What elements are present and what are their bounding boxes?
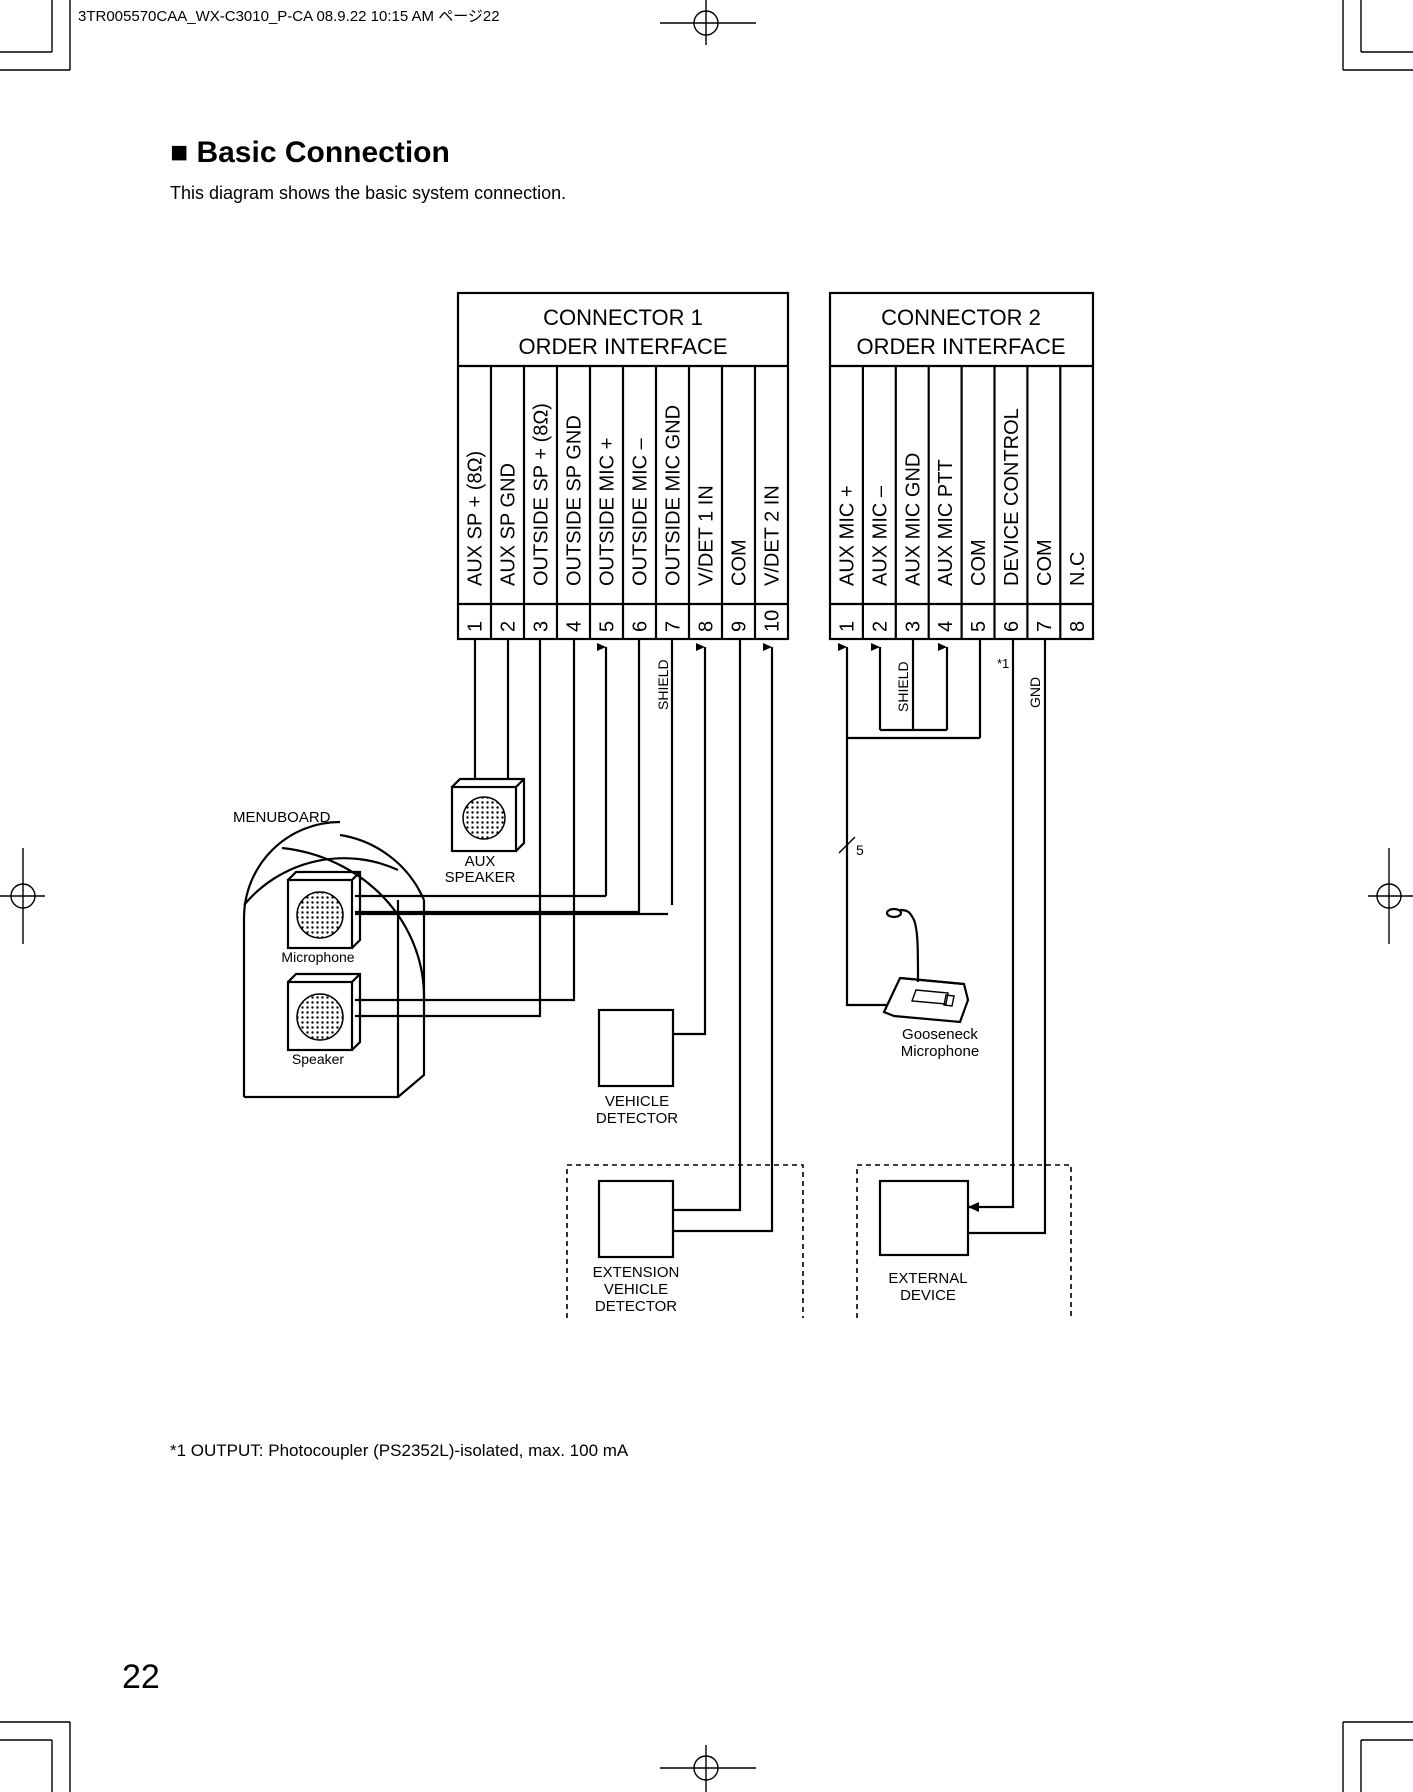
connector-2-pin-number: 2 <box>869 621 891 632</box>
connector-2-pin-number: 1 <box>836 621 858 632</box>
shield-label-2: SHIELD <box>895 661 911 712</box>
microphone-unit <box>286 870 362 950</box>
footnote: *1 OUTPUT: Photocoupler (PS2352L)-isolat… <box>170 1441 629 1460</box>
extension-vehicle-detector-box <box>597 1179 675 1259</box>
connector-2-pin-label: DEVICE CONTROL <box>1001 408 1023 586</box>
connector-1: CONNECTOR 1 ORDER INTERFACE AUX SP + (8Ω… <box>456 291 790 641</box>
section-title: ■ Basic Connection <box>170 136 450 169</box>
wire-vdet2 <box>673 643 774 1233</box>
speaker-label: Speaker <box>292 1051 344 1067</box>
connector-2-title-line2: ORDER INTERFACE <box>856 334 1065 359</box>
connector-2-pin-number: 5 <box>968 621 990 632</box>
connector-2-pin-number: 6 <box>1001 621 1023 632</box>
ext-vehicle-label-1: EXTENSION <box>593 1264 680 1281</box>
connector-1-pin-label: OUTSIDE SP GND <box>564 415 586 586</box>
connector-1-pin-label: OUTSIDE SP + (8Ω) <box>531 403 553 586</box>
shield-label-1: SHIELD <box>655 659 671 710</box>
wire-vdet1 <box>673 643 707 1036</box>
aux-speaker-label-1: AUX <box>465 853 496 870</box>
wire-com <box>673 639 742 1212</box>
connector-1-pin-number: 1 <box>465 621 487 632</box>
connector-2-pin-label: AUX MIC GND <box>902 453 924 586</box>
connector-1-pin-label: AUX SP + (8Ω) <box>465 451 487 586</box>
connector-1-pin-label: OUTSIDE MIC + <box>597 438 619 586</box>
ext-vehicle-label-2: VEHICLE <box>604 1281 668 1298</box>
connector-1-pin-number: 3 <box>531 621 553 632</box>
wire-outside-mic-minus <box>355 639 641 914</box>
connector-2-pin-label: AUX MIC + <box>836 485 858 586</box>
connector-1-pin-number: 7 <box>663 621 685 632</box>
wire-outside-sp-plus <box>355 639 542 1018</box>
wire-gooseneck-bundle <box>845 738 888 1007</box>
extension-enclosure <box>566 1164 804 1318</box>
gooseneck-label-1: Gooseneck <box>902 1026 978 1043</box>
connector-2-pin-label: AUX MIC PTT <box>935 459 957 586</box>
page-number: 22 <box>122 1658 160 1696</box>
external-device-box <box>878 1179 970 1257</box>
connector-1-title-line2: ORDER INTERFACE <box>518 334 727 359</box>
connector-1-pin-label: AUX SP GND <box>498 463 520 586</box>
connector-1-pin-label: OUTSIDE MIC GND <box>663 405 685 586</box>
connector-1-pin-number: 10 <box>762 610 784 632</box>
connector-1-pin-label: OUTSIDE MIC – <box>630 437 652 586</box>
connector-2-pin-label: COM <box>1034 539 1056 586</box>
bundle-count: 5 <box>856 842 864 858</box>
connector-1-pin-number: 6 <box>630 621 652 632</box>
connector-2-pin-label: COM <box>968 539 990 586</box>
external-label-2: DEVICE <box>900 1287 956 1304</box>
connector-2-pin-number: 3 <box>902 621 924 632</box>
speaker-unit <box>286 972 362 1052</box>
connector-1-pin-number: 5 <box>597 621 619 632</box>
gooseneck-microphone <box>882 907 970 1024</box>
gnd-label: GND <box>1027 677 1043 708</box>
connector-2-title-line1: CONNECTOR 2 <box>881 305 1041 330</box>
connector-1-pin-label: COM <box>729 539 751 586</box>
menuboard-label: MENUBOARD <box>233 809 331 826</box>
connector-2: CONNECTOR 2 ORDER INTERFACE AUX MIC + 1 AU… <box>828 291 1095 641</box>
connector-2-pin-number: 4 <box>935 621 957 632</box>
wire-outside-sp-gnd <box>355 639 576 1002</box>
print-header: 3TR005570CAA_WX-C3010_P-CA 08.9.22 10:15… <box>78 8 500 25</box>
vehicle-detector-label-1: VEHICLE <box>605 1093 669 1110</box>
wire-com-ext <box>968 639 1047 1235</box>
connector-1-pin-label: V/DET 2 IN <box>762 485 784 586</box>
connector-1-pin-number: 9 <box>729 621 751 632</box>
aux-speaker-unit <box>450 777 526 853</box>
ext-vehicle-label-3: DETECTOR <box>595 1298 677 1315</box>
connector-1-pin-number: 8 <box>696 621 718 632</box>
connector-2-wiring <box>838 639 1047 1235</box>
external-enclosure <box>856 1164 1072 1318</box>
connector-2-pin-label: N.C <box>1067 552 1089 586</box>
connector-2-pin-number: 8 <box>1067 621 1089 632</box>
connector-1-pin-number: 2 <box>498 621 520 632</box>
connector-1-pin-label: V/DET 1 IN <box>696 485 718 586</box>
intro-text: This diagram shows the basic system conn… <box>170 183 566 203</box>
external-label-1: EXTERNAL <box>888 1270 967 1287</box>
wire-device-control <box>968 639 1015 1212</box>
vehicle-detector-box <box>597 1008 675 1088</box>
connector-2-pin-label: AUX MIC – <box>869 485 891 586</box>
connector-1-pin-number: 4 <box>564 621 586 632</box>
vehicle-detector-label-2: DETECTOR <box>596 1110 678 1127</box>
gooseneck-label-2: Microphone <box>901 1043 979 1060</box>
note-ref-1: *1 <box>997 656 1009 671</box>
microphone-label: Microphone <box>281 949 354 965</box>
aux-speaker-label-2: SPEAKER <box>445 869 516 886</box>
connector-1-wiring <box>355 639 774 1233</box>
menuboard <box>242 820 426 1099</box>
connector-1-title-line1: CONNECTOR 1 <box>543 305 703 330</box>
connector-2-pin-number: 7 <box>1034 621 1056 632</box>
